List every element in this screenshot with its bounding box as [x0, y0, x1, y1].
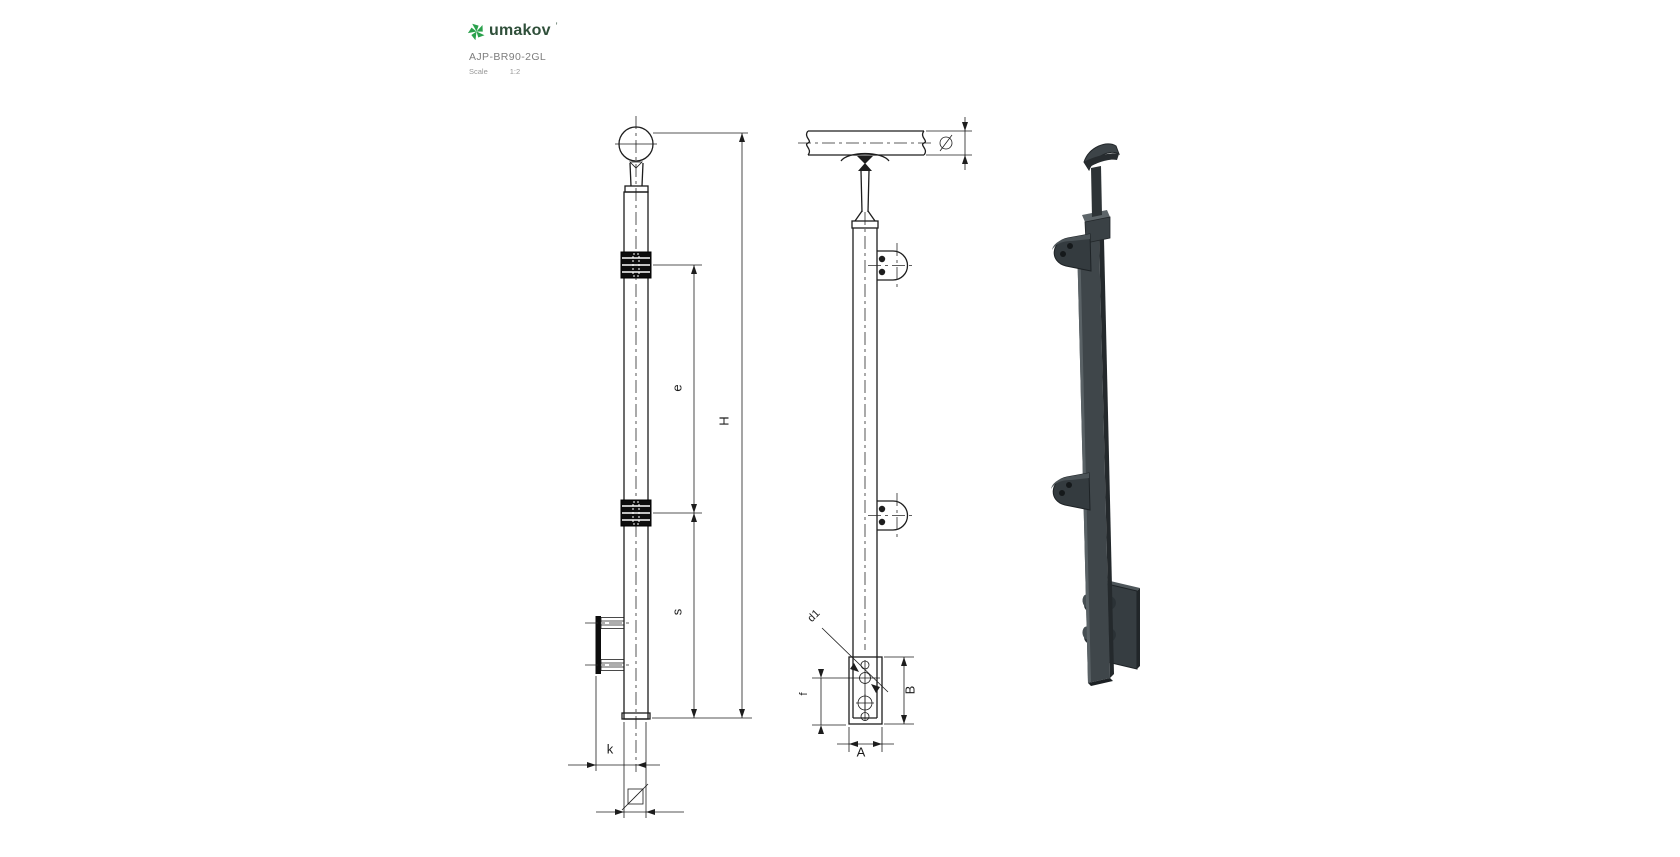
dim-label-A: A [856, 744, 866, 760]
wall-plate [848, 656, 883, 725]
iso-clamp-2 [1051, 472, 1091, 511]
scale-value: 1:2 [509, 67, 521, 76]
brand-logo: umakov ’ [468, 21, 558, 40]
dim-B [884, 656, 914, 725]
post-top-cap [624, 185, 649, 193]
side-view [798, 117, 972, 752]
dim-label-f: f [798, 692, 810, 696]
dim-H [653, 132, 748, 718]
brand-trademark: ’ [555, 21, 558, 31]
dim-label-H: H [716, 416, 732, 426]
dim-label-e: e [669, 384, 685, 392]
iso-stem [1091, 166, 1102, 217]
dim-A [837, 727, 894, 752]
glass-clamp-side-2 [868, 493, 916, 538]
dim-d1-leader [821, 627, 889, 693]
dim-k [568, 676, 660, 771]
logo-star-icon [468, 23, 485, 40]
dim-s [652, 513, 752, 719]
scale-row: Scale 1:2 [469, 67, 520, 76]
brand-wordmark: umakov [489, 22, 551, 39]
glass-clamp-front-1 [620, 251, 652, 279]
front-view [568, 116, 752, 818]
dim-label-s: s [669, 608, 685, 616]
flange-stud-2 [585, 659, 632, 671]
square-section-symbol-icon [621, 783, 649, 811]
glass-clamp-side-1 [868, 243, 916, 288]
glass-clamp-front-2 [620, 499, 652, 527]
dim-label-B: B [902, 685, 918, 695]
dim-f [812, 669, 880, 734]
saddle [840, 152, 890, 162]
dim-e [653, 264, 702, 514]
diameter-symbol-icon [939, 134, 953, 152]
scale-label: Scale [469, 67, 488, 76]
iso-view [1051, 143, 1140, 686]
dim-label-k: k [606, 741, 614, 757]
flange-stud-1 [585, 617, 632, 629]
dim-square-section [596, 722, 684, 818]
post-bottom-cap [621, 712, 651, 720]
wall-flange-edge [595, 616, 601, 674]
stem-notch [629, 161, 643, 169]
dim-tube-diameter [926, 117, 972, 170]
part-number: AJP-BR90-2GL [469, 51, 547, 63]
iso-clamp-1 [1052, 233, 1092, 272]
